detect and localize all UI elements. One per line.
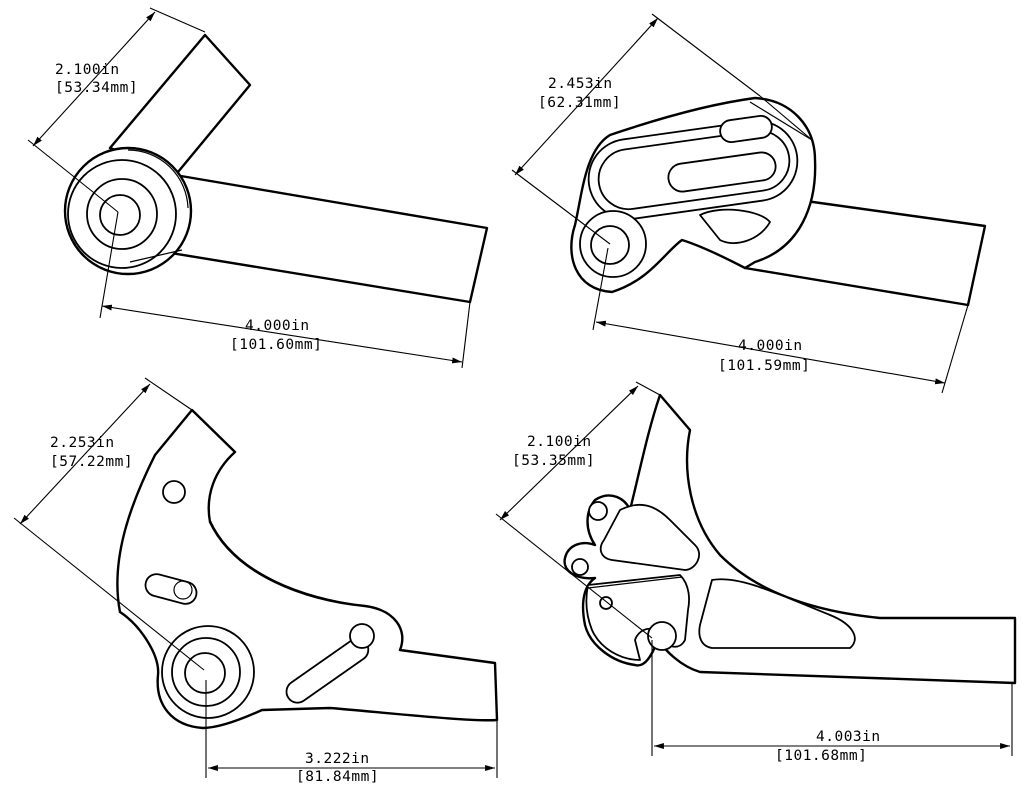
lower-pocket	[699, 208, 771, 244]
dim-diagonal-in: 2.100in	[55, 62, 120, 78]
extension-line	[99, 211, 119, 319]
extension-line	[149, 7, 206, 33]
dimension-line-diagonal	[499, 385, 639, 521]
dim-horizontal-mm: [101.68mm]	[775, 748, 867, 764]
pivot-hole	[590, 225, 630, 265]
dim-diagonal-mm: [53.34mm]	[55, 80, 138, 96]
view-bottom-left: 2.253in [57.22mm] 3.222in [81.84mm]	[13, 377, 499, 785]
dim-horizontal-in: 4.000in	[738, 338, 803, 354]
extension-line	[13, 517, 205, 671]
ear-hole-top	[588, 501, 608, 521]
extension-line	[27, 139, 119, 213]
ear-hole-left	[571, 558, 589, 576]
slot-top	[719, 115, 773, 143]
extension-line	[941, 304, 969, 394]
slot-end	[173, 580, 193, 600]
jaw-line	[587, 576, 683, 589]
dim-diagonal-in: 2.453in	[548, 76, 613, 92]
dim-diagonal-mm: [62.31mm]	[538, 95, 621, 111]
extension-line	[511, 169, 611, 245]
view-bottom-right: 2.100in [53.35mm] 4.003in [101.68mm]	[495, 381, 1017, 764]
pivot-hole	[99, 194, 141, 236]
dimension-line-diagonal	[514, 17, 659, 176]
jaw-hole	[599, 596, 613, 610]
extension-line	[635, 381, 661, 396]
extension-line	[144, 377, 193, 411]
dim-horizontal-in: 4.003in	[816, 729, 881, 745]
dim-diagonal-mm: [53.35mm]	[512, 453, 595, 469]
lower-pocket	[698, 578, 856, 649]
extension-line	[461, 301, 471, 369]
arm-horizontal	[163, 173, 489, 304]
hub-tangent-line	[129, 249, 183, 263]
dim-horizontal-mm: [101.59mm]	[718, 358, 810, 374]
hub-chamfer-arc	[127, 149, 189, 209]
view-top-right: 2.453in [62.31mm] 4.000in [101.59mm]	[511, 13, 987, 394]
dim-diagonal-in: 2.253in	[50, 435, 115, 451]
extension-line	[651, 13, 761, 97]
dim-diagonal-in: 2.100in	[527, 434, 592, 450]
dim-diagonal-mm: [57.22mm]	[50, 454, 133, 470]
dimension-line-diagonal	[19, 383, 151, 525]
lower-hole	[349, 623, 375, 649]
dim-horizontal-mm: [101.60mm]	[230, 337, 322, 353]
extension-line	[592, 247, 609, 331]
dimension-line-horizontal	[595, 320, 946, 385]
dimension-line-diagonal	[32, 11, 156, 147]
edge-line	[749, 101, 813, 141]
dim-horizontal-in: 4.000in	[245, 318, 310, 334]
view-top-left: 2.100in [53.34mm] 4.000in [101.60mm]	[27, 7, 489, 369]
extension-line	[759, 95, 813, 141]
upper-pocket	[599, 503, 700, 571]
dim-horizontal-in: 3.222in	[305, 751, 370, 767]
upper-hole	[162, 480, 186, 504]
pivot-hole	[647, 621, 677, 651]
dimension-line-horizontal	[101, 304, 463, 364]
extension-line	[495, 513, 653, 639]
dim-horizontal-mm: [81.84mm]	[296, 769, 379, 785]
slot-inner	[667, 151, 777, 193]
inner-curve	[209, 519, 366, 607]
